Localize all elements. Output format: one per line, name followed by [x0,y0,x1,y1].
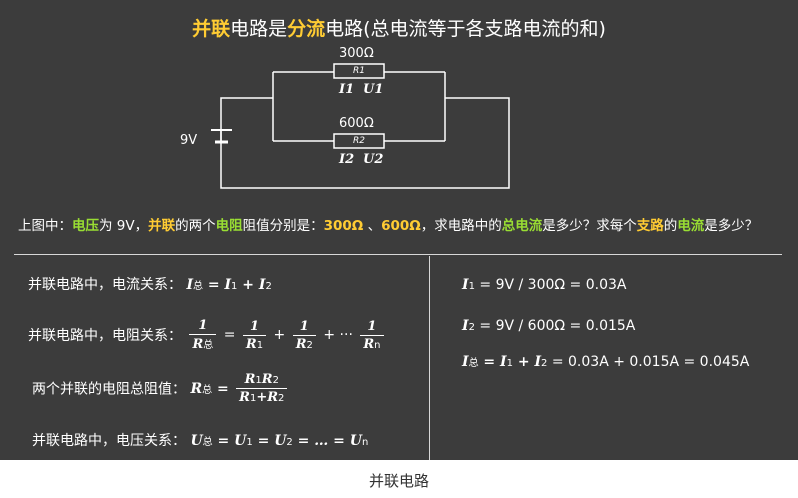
current-relation-formula: I总 = I1 + I2 [186,277,272,293]
answer-i2-row: I2 = 9V / 600Ω = 0.015A [462,318,636,334]
title-text-rest: 电路(总电流等于各支路电流的和) [325,18,606,40]
page-title: 并联电路是分流电路(总电流等于各支路电流的和) [0,14,798,41]
voltage-relation-row: 并联电路中，电压关系： U总 = U1 = U2 = … = Un [32,430,368,450]
r1-tag: R1 [353,66,365,76]
r2-tag: R2 [353,136,365,146]
title-highlight-divide: 分流 [287,18,326,40]
title-text: 电路是 [230,18,288,40]
answer-total-row: I总 = I1 + I2 = 0.03A + 0.015A = 0.045A [462,354,750,370]
circuit-wire-bottom [220,97,510,189]
circuit-wire-left [220,97,273,142]
r1-current-label: I1 [339,82,355,97]
circuit-diagram [211,63,510,189]
r2-value-label: 600Ω [339,116,374,131]
resistor-r1 [333,63,385,79]
voltage-relation-formula: U总 = U1 = U2 = … = Un [190,433,369,449]
horizontal-divider [14,254,782,255]
diagram-board: 并联电路是分流电路(总电流等于各支路电流的和) 9V 300Ω R1 I1 U1… [0,0,798,460]
voltage-relation-label: 并联电路中，电压关系： [32,433,186,449]
resistance-relation-label: 并联电路中，电阻关系： [28,328,182,344]
answer-i1-row: I1 = 9V / 300Ω = 0.03A [462,277,627,293]
image-caption: 并联电路 [368,472,429,490]
answer-i2-value: 9V / 600Ω = 0.015A [495,318,636,334]
title-highlight-parallel: 并联 [192,18,231,40]
r1-voltage-label: U1 [363,82,384,97]
r1-value-label: 300Ω [339,46,374,61]
answer-i1-value: 9V / 300Ω = 0.03A [495,277,627,293]
answer-total-value: 0.03A + 0.015A = 0.045A [568,354,750,370]
question-text: 上图中：电压为 9V，并联的两个电阻阻值分别是：300Ω 、600Ω，求电路中的… [18,218,759,234]
resistor-r2 [333,133,385,149]
battery-voltage-label: 9V [180,133,198,148]
vertical-divider [429,256,430,460]
r2-voltage-label: U2 [363,152,384,167]
total-resistance-label: 两个并联的电阻总阻值： [32,381,186,398]
r2-current-label: I2 [339,152,355,167]
current-relation-label: 并联电路中，电流关系： [28,277,182,293]
current-relation-row: 并联电路中，电流关系： I总 = I1 + I2 [28,274,272,294]
